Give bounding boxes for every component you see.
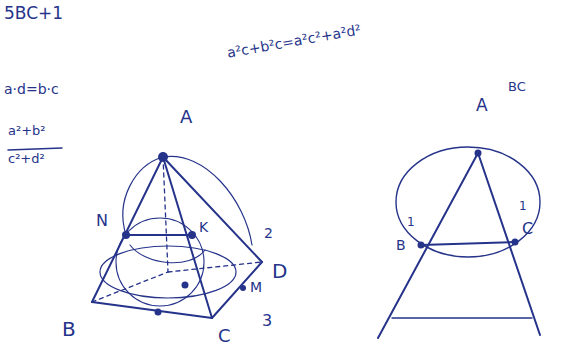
vertex-label: C [522,220,533,238]
vertex-label: A [476,96,488,115]
point-label: M [250,280,262,295]
vertex-label: C [218,326,231,346]
vertex-label: A [180,107,192,127]
length-label: 3 [262,312,272,330]
vertex-label: K [199,220,208,235]
note-label: BC [508,80,526,94]
vertex-label: N [96,212,108,230]
note-formula: c²+d² [8,152,45,166]
length-label: 1 [407,216,415,229]
note-formula: a²+b² [8,124,46,138]
vertex-label: B [62,318,76,340]
vertex-label: D [272,260,287,282]
note-formula: 5BC+1 [4,4,63,23]
note-formula: a²c+b²c=a²c²+a²d² [226,22,362,61]
vertex-label: B [396,238,406,253]
note-formula: a·d=b·c [4,82,59,97]
length-label: 1 [519,200,527,213]
length-label: 2 [264,226,273,241]
